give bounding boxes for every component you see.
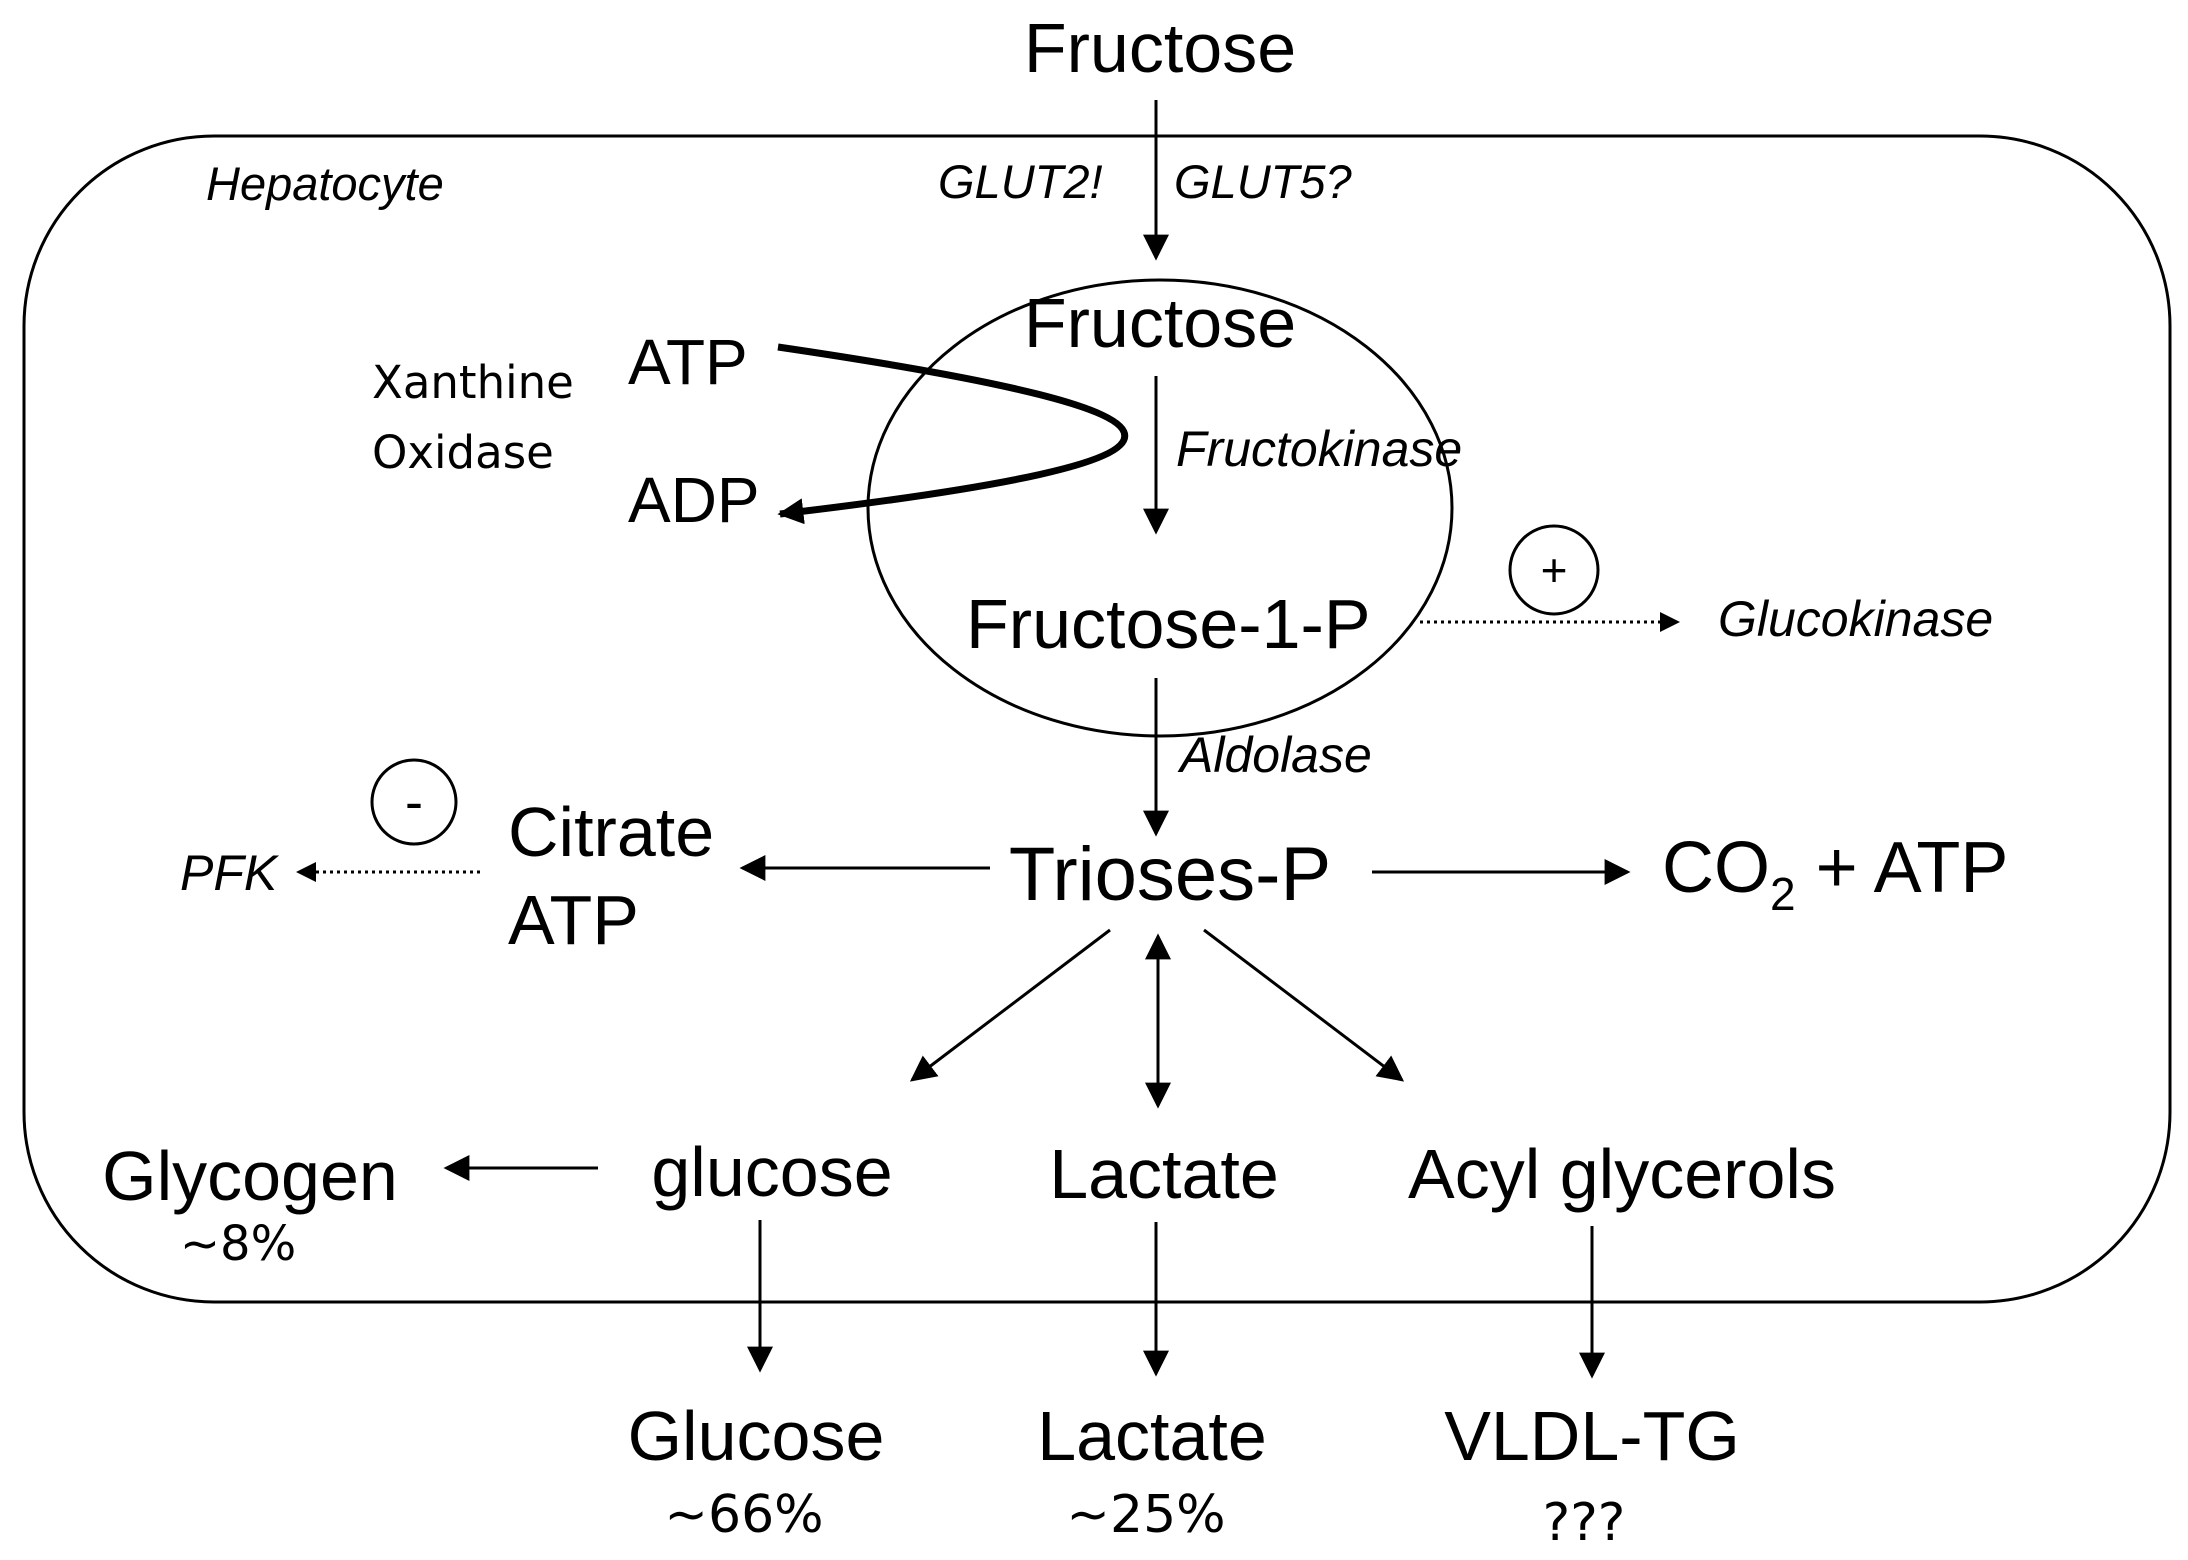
- fructose-intracellular-label: Fructose: [1024, 284, 1296, 362]
- glucose-exported-label: Glucose: [628, 1397, 885, 1475]
- activation-circle: [1508, 524, 1600, 616]
- aldolase-label: Aldolase: [1177, 727, 1372, 783]
- fructose-phosphorylation-ellipse: [866, 278, 1454, 738]
- co2-atp-label: CO2 + ATP: [1662, 828, 2008, 920]
- vldl-tg-percent: ???: [1543, 1493, 1626, 1553]
- plus-sign: +: [1541, 544, 1568, 596]
- acyl-glycerols-label: Acyl glycerols: [1408, 1135, 1836, 1213]
- fructose-extracellular-label: Fructose: [1024, 9, 1296, 87]
- glucose-exported-percent: ~66%: [664, 1485, 823, 1545]
- lactate-intracellular-label: Lactate: [1049, 1135, 1279, 1213]
- oxidase-label: Oxidase: [372, 426, 554, 479]
- atp-consumed-label: ATP: [628, 326, 748, 398]
- atp-citrate-label: ATP: [508, 881, 639, 959]
- trioses-p-label: Trioses-P: [1009, 832, 1331, 917]
- pfk-label: PFK: [180, 845, 280, 901]
- glucose-intracellular-label: glucose: [651, 1133, 892, 1211]
- hepatocyte-boundary: [22, 134, 2172, 1304]
- inhibition-circle: [370, 758, 458, 846]
- glut2-label: GLUT2!: [938, 155, 1103, 208]
- glucokinase-label: Glucokinase: [1718, 591, 1993, 647]
- glut5-label: GLUT5?: [1174, 155, 1352, 208]
- arrow-atp-to-adp: [777, 343, 1129, 525]
- xanthine-label: Xanthine: [372, 356, 574, 409]
- arrow-trioses-to-acyl: [1203, 928, 1405, 1082]
- adp-produced-label: ADP: [628, 464, 760, 536]
- fructokinase-label: Fructokinase: [1176, 421, 1462, 477]
- glycogen-label: Glycogen: [102, 1137, 398, 1215]
- minus-sign: -: [405, 772, 423, 832]
- lactate-exported-label: Lactate: [1037, 1397, 1267, 1475]
- hepatocyte-label: Hepatocyte: [206, 157, 444, 210]
- vldl-tg-label: VLDL-TG: [1444, 1397, 1740, 1475]
- fructose-1-p-label: Fructose-1-P: [966, 585, 1371, 663]
- glycogen-percent: ~8%: [180, 1216, 296, 1272]
- citrate-label: Citrate: [508, 793, 714, 871]
- lactate-exported-percent: ~25%: [1066, 1485, 1225, 1545]
- arrow-trioses-to-glucose: [909, 928, 1111, 1082]
